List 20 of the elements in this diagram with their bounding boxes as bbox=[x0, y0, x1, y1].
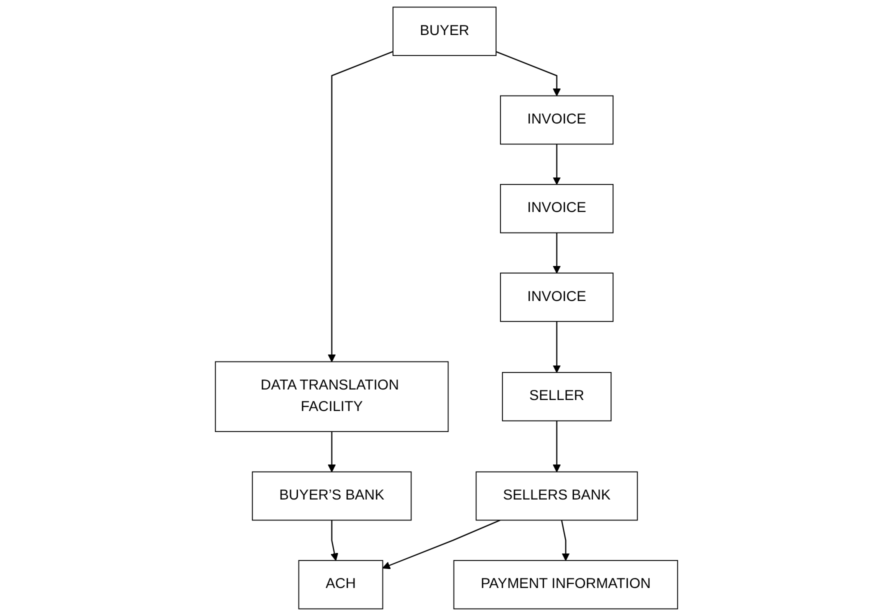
node-box: INVOICE bbox=[500, 272, 614, 322]
arrow bbox=[382, 520, 500, 570]
arrow bbox=[552, 232, 561, 274]
node-box: BUYER bbox=[392, 6, 497, 56]
node-box: ACH bbox=[298, 560, 384, 610]
arrow bbox=[496, 51, 561, 96]
arrow bbox=[328, 432, 336, 472]
arrow bbox=[330, 520, 338, 561]
node-box: SELLERS BANK bbox=[476, 471, 638, 521]
node-box: INVOICE bbox=[500, 95, 614, 145]
node-box: INVOICE bbox=[500, 184, 614, 234]
arrow bbox=[328, 51, 394, 362]
arrow bbox=[552, 420, 561, 472]
node-box: SELLER bbox=[502, 372, 612, 422]
node-box: BUYER’S BANK bbox=[252, 471, 412, 521]
node-box: DATA TRANSLATION FACILITY bbox=[214, 361, 449, 432]
arrow bbox=[552, 144, 561, 185]
node-box: PAYMENT INFORMATION bbox=[453, 560, 678, 610]
arrow bbox=[561, 520, 570, 561]
arrow bbox=[552, 321, 561, 373]
